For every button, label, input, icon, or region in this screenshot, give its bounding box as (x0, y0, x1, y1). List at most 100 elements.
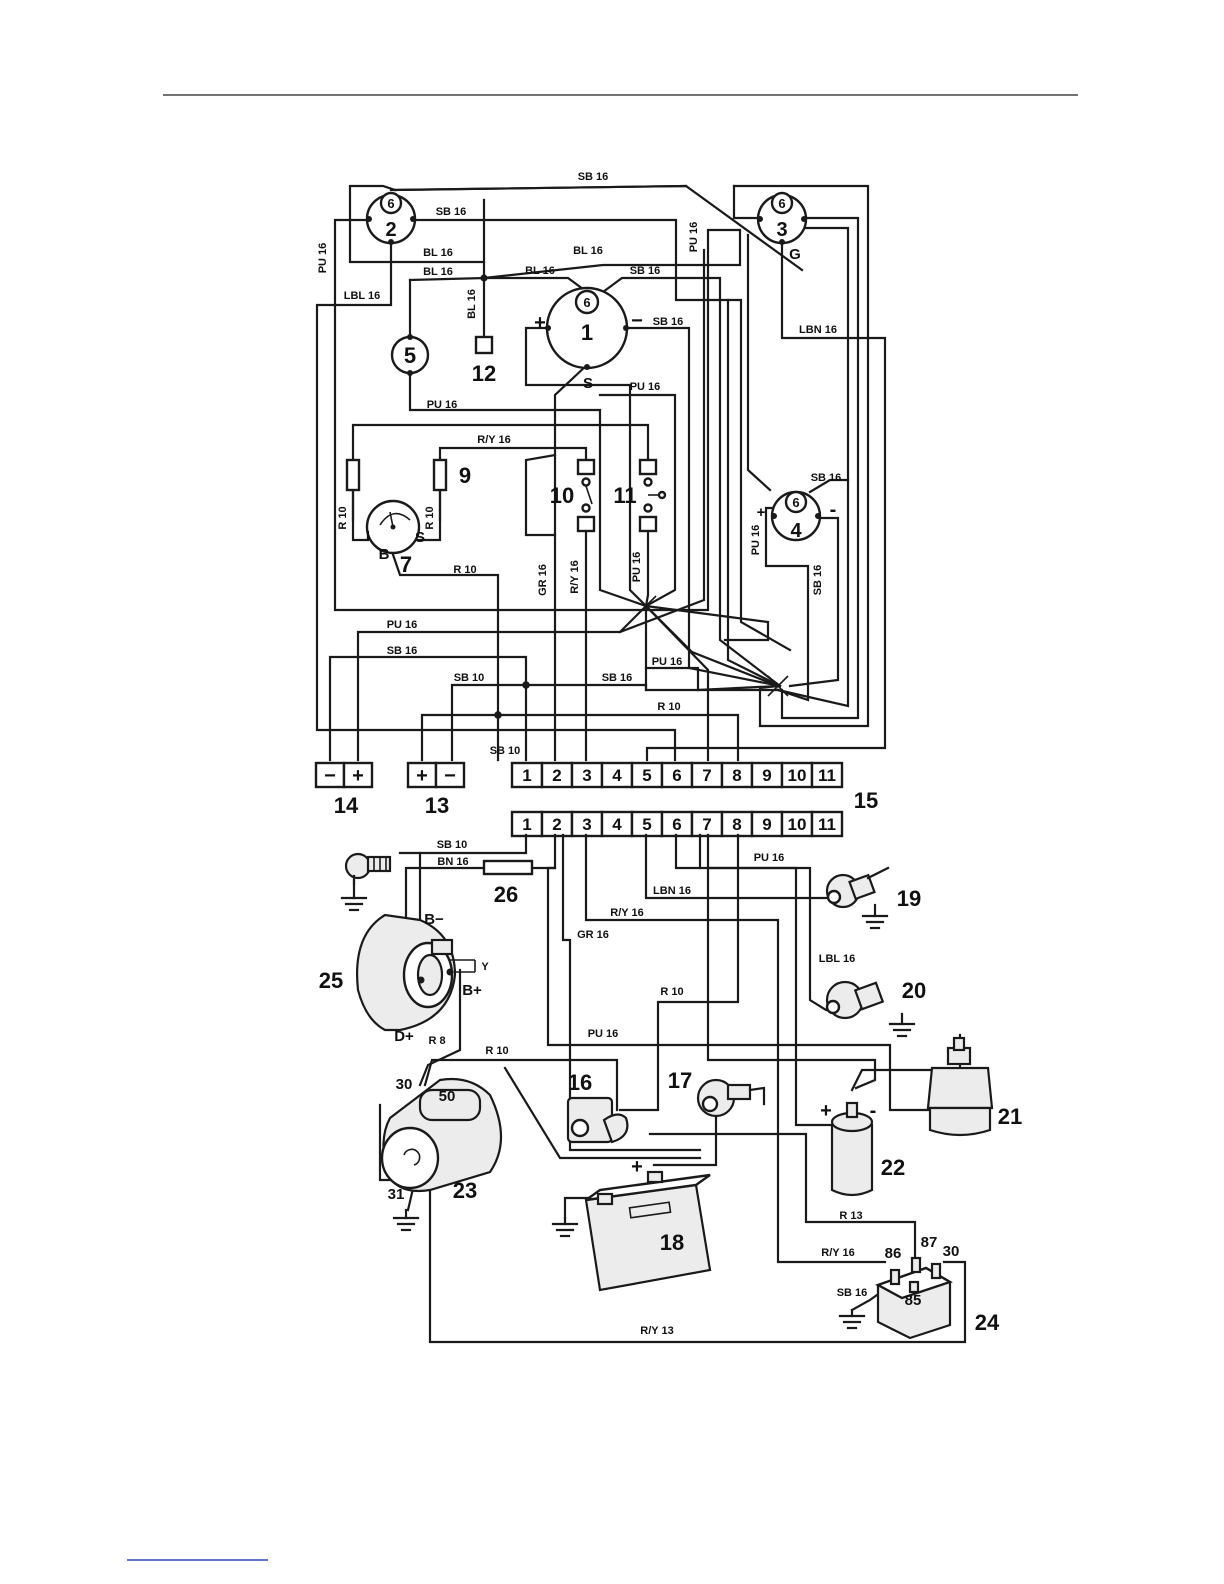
distributor-21[interactable]: 21 (926, 1036, 1022, 1137)
wire-label: GR 16 (577, 929, 609, 941)
terminal-cell[interactable] (660, 810, 694, 838)
gauge-2-label: 2 (385, 219, 396, 241)
wire-label: R 10 (660, 986, 683, 998)
relay-t85: 85 (905, 1292, 922, 1309)
ignition-s-terminal: S (415, 529, 425, 546)
wire-label: PU 16 (750, 525, 762, 556)
wire-label: SB 16 (436, 206, 467, 218)
wire-label: R 10 (657, 701, 680, 713)
connector-14[interactable]: − + 14 (314, 761, 374, 818)
ignition-b-terminal: B (379, 546, 390, 563)
wire-label: PU 16 (387, 619, 418, 631)
terminal-number: 5 (642, 766, 651, 785)
gauge-1-lamp: 6 (583, 295, 590, 310)
terminal-number: 3 (582, 766, 591, 785)
switch-11[interactable]: 11 (613, 458, 667, 533)
terminal-number: 11 (818, 766, 836, 785)
wire-label: LBL 16 (344, 290, 380, 302)
gauge-4-plus: + (757, 504, 766, 521)
gauge-1-minus: − (631, 310, 643, 332)
terminal-cell[interactable] (540, 761, 574, 789)
wire-label: BL 16 (466, 289, 478, 319)
terminal-cell[interactable] (570, 761, 604, 789)
wire-label: SB 16 (811, 472, 842, 484)
wire-label: LBL 16 (819, 953, 855, 965)
connector-13[interactable]: + − 13 (406, 761, 466, 818)
relay-24[interactable]: 86 87 30 85 24 (875, 1234, 1000, 1340)
component-12-terminal[interactable]: 12 (472, 335, 496, 386)
pressure-switch-20-label: 20 (902, 978, 926, 1003)
pressure-switch-20[interactable]: 20 (825, 978, 926, 1020)
alternator-bplus: B+ (462, 982, 482, 999)
fuse-26-label: 26 (494, 882, 518, 907)
terminal-number: 8 (732, 815, 741, 834)
gauge-3[interactable]: 6 3 G (756, 191, 808, 263)
terminal-cell[interactable] (720, 761, 754, 789)
oil-pressure-switch-17[interactable]: 17 (668, 1068, 766, 1118)
starter-label: 23 (453, 1178, 477, 1203)
junction-dots-upper (480, 274, 530, 719)
terminal-number: 2 (552, 815, 561, 834)
solenoid-16[interactable]: 16 (566, 1070, 629, 1144)
terminal-cell[interactable] (810, 761, 844, 789)
wire-labels: SB 16 SB 16 PU 16 BL 16 BL 16 BL 16 BL 1… (317, 171, 867, 1337)
starter-motor-23[interactable]: 30 50 31 23 (380, 1076, 503, 1203)
connector-13-label: 13 (425, 793, 449, 818)
fuse-9-label: 9 (459, 463, 471, 488)
wire-label: R 8 (428, 1035, 445, 1047)
terminal-cell[interactable] (720, 810, 754, 838)
terminal-number: 3 (582, 815, 591, 834)
wire-label: SB 10 (490, 745, 521, 757)
gauge-1-label: 1 (581, 320, 593, 345)
wire-label: R/Y 16 (821, 1247, 854, 1259)
terminal-number: 11 (818, 815, 836, 834)
coil-plus: + (820, 1100, 832, 1122)
wire-label: PU 16 (652, 656, 683, 668)
terminal-number: 10 (788, 766, 807, 785)
wire-label: BL 16 (525, 265, 555, 277)
wire-label: SB 10 (437, 839, 468, 851)
gauge-5[interactable]: 5 (390, 334, 430, 376)
wire-label: SB 16 (578, 171, 609, 183)
terminal-strip-label-15: 15 (854, 788, 878, 813)
wire-label: LBN 16 (653, 885, 691, 897)
gauge-4[interactable]: 6 4 + - (757, 490, 837, 542)
starter-t50: 50 (439, 1088, 456, 1105)
wire-label: PU 16 (688, 222, 700, 253)
gauge-4-lamp: 6 (792, 495, 799, 510)
sender-19[interactable]: 19 (825, 866, 921, 911)
fuse-26[interactable]: 26 (482, 859, 534, 907)
terminal-number: 9 (762, 815, 771, 834)
gauge-1-s-terminal: S (583, 375, 593, 392)
battery-18[interactable]: + 18 (584, 1156, 712, 1292)
terminal-number: 5 (642, 815, 651, 834)
upper-wires (315, 184, 887, 762)
terminal-cell[interactable] (780, 810, 814, 838)
alternator-label: 25 (319, 968, 343, 993)
relay-t86: 86 (885, 1245, 902, 1262)
terminal-number: 10 (788, 815, 807, 834)
connector-14-label: 14 (334, 793, 359, 818)
terminal-cell[interactable] (510, 761, 544, 789)
wire-label: SB 16 (653, 316, 684, 328)
connector-14-minus: − (324, 765, 336, 787)
wire-label: R/Y 16 (610, 907, 643, 919)
wire-label: BL 16 (573, 245, 603, 257)
ignition-coil-22[interactable]: + - 22 (820, 1100, 905, 1197)
terminal-cell[interactable] (810, 810, 844, 838)
fuse-9[interactable]: 9 (345, 458, 471, 492)
wire-label: PU 16 (754, 852, 785, 864)
earth-icon (861, 903, 889, 930)
gauge-1[interactable]: 6 1 + − S (534, 286, 643, 392)
switch-10[interactable]: 10 (550, 458, 596, 533)
gauge-1-plus: + (534, 312, 546, 334)
gauge-2[interactable]: 6 2 (365, 191, 417, 245)
ignition-switch-7[interactable]: I B S 7 (365, 499, 425, 577)
earth-icon (838, 1308, 866, 1330)
connector-13-minus: − (444, 765, 456, 787)
alternator-25[interactable]: B− B+ D+ Y 25 (319, 911, 490, 1045)
